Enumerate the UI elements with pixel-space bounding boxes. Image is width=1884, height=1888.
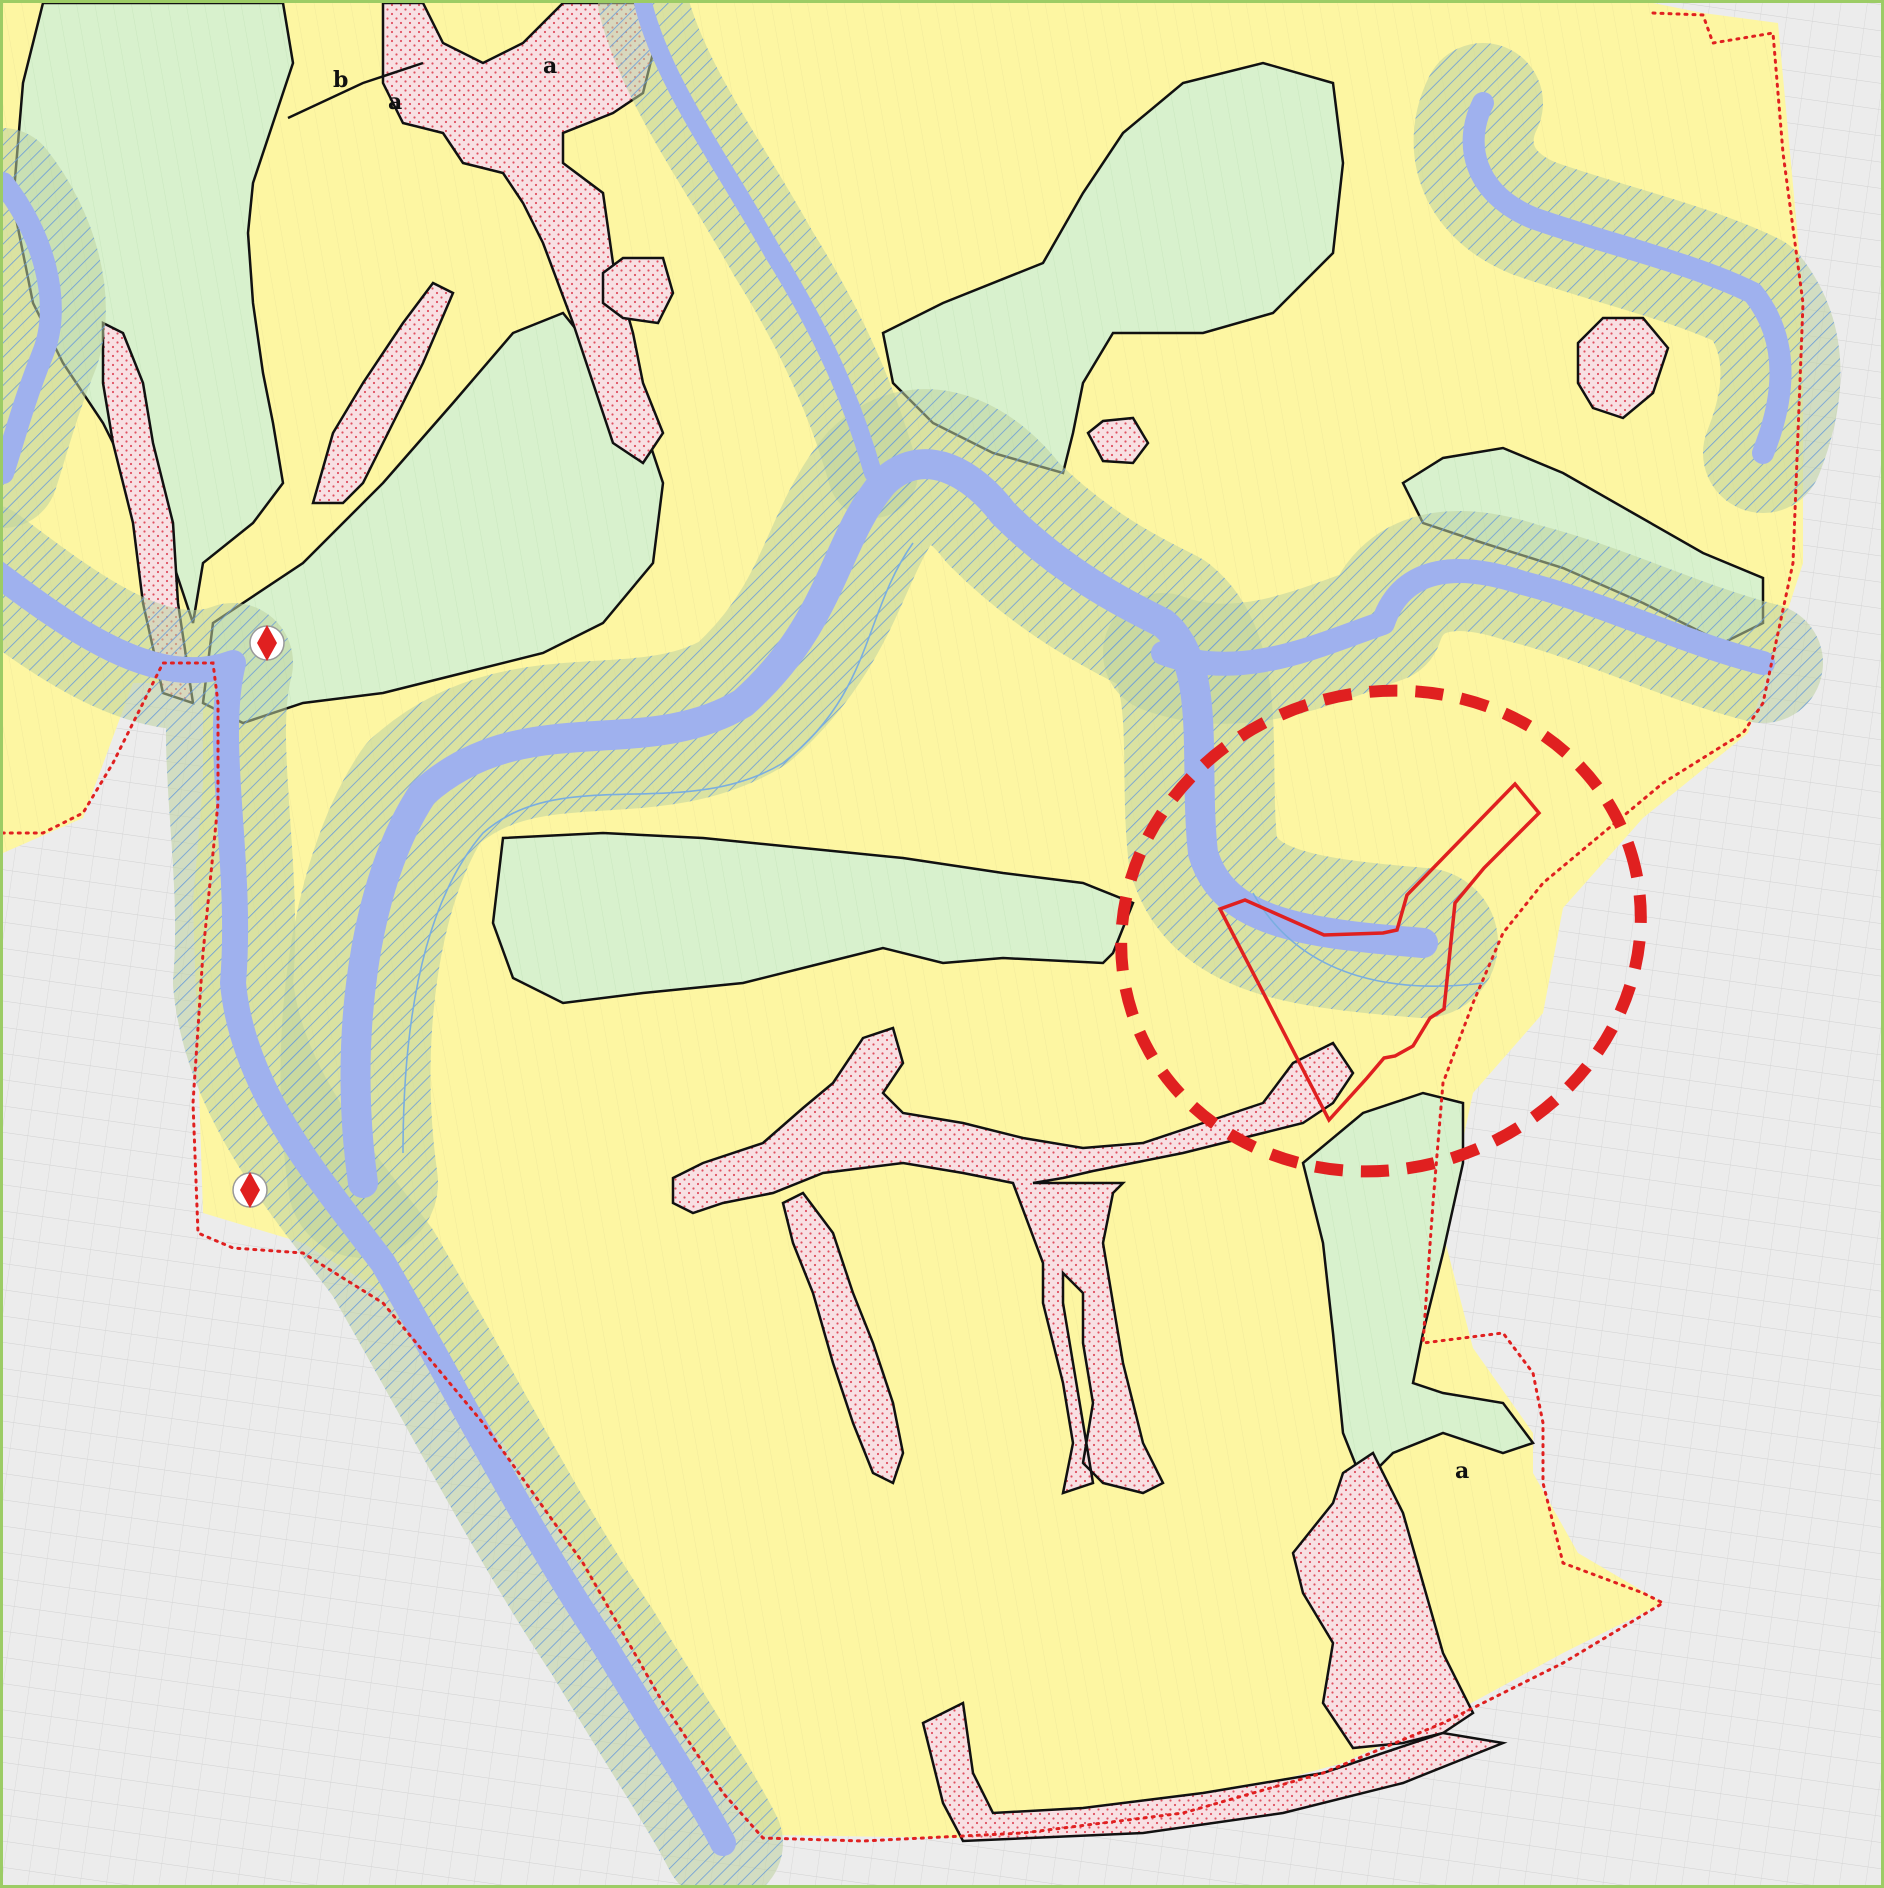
zones-pink-dotted xyxy=(101,3,1670,1843)
marker-diamond-lower[interactable] xyxy=(232,1172,268,1208)
map-label-b-upper-left: b xyxy=(333,67,348,93)
map-canvas[interactable]: a a b a xyxy=(3,3,1881,1885)
zone-pink-top-corridor[interactable] xyxy=(381,3,665,465)
zone-green-left-center[interactable] xyxy=(201,311,665,725)
map-label-a-upper-left: a xyxy=(388,89,402,115)
red-diamond-marker-icon xyxy=(240,1172,260,1208)
zone-pink-small-blob-2[interactable] xyxy=(1086,416,1150,465)
map-label-a-lower-right: a xyxy=(1455,1458,1469,1484)
red-diamond-marker-icon xyxy=(257,625,277,661)
zone-green-center-band[interactable] xyxy=(491,831,1135,1005)
river-buffer-edges xyxy=(402,542,1484,1154)
zone-pink-center-ridge[interactable] xyxy=(671,1026,1355,1495)
river-channel-west-loop xyxy=(3,172,62,484)
zone-green-lower-right[interactable] xyxy=(1301,1091,1536,1486)
project-site-parcel[interactable] xyxy=(1217,781,1542,1124)
zone-pink-narrow-blob[interactable] xyxy=(781,1191,905,1485)
zone-pink-diagonal-strip[interactable] xyxy=(311,281,455,505)
river-channel-central xyxy=(340,449,1438,1198)
zone-pink-small-blob-1[interactable] xyxy=(601,256,675,325)
zone-pink-lower-right[interactable] xyxy=(1291,1451,1475,1750)
river-channel-main xyxy=(3,561,736,1856)
study-area-boundary[interactable] xyxy=(3,11,1805,1843)
river-channel-east-branch xyxy=(1151,559,1775,676)
river-channel-northeast-loop xyxy=(1462,92,1792,464)
zone-pink-small-blob-3[interactable] xyxy=(1576,316,1670,420)
map-label-a-top: a xyxy=(543,53,557,79)
marker-diamond-upper[interactable] xyxy=(249,625,285,661)
highlight-circle[interactable] xyxy=(1058,624,1703,1239)
zone-pink-bottom-edge[interactable] xyxy=(921,1701,1508,1843)
boundary-segment-b xyxy=(287,61,424,120)
river-channels[interactable] xyxy=(3,3,1792,1856)
river-channel-north-tributary xyxy=(634,3,882,482)
